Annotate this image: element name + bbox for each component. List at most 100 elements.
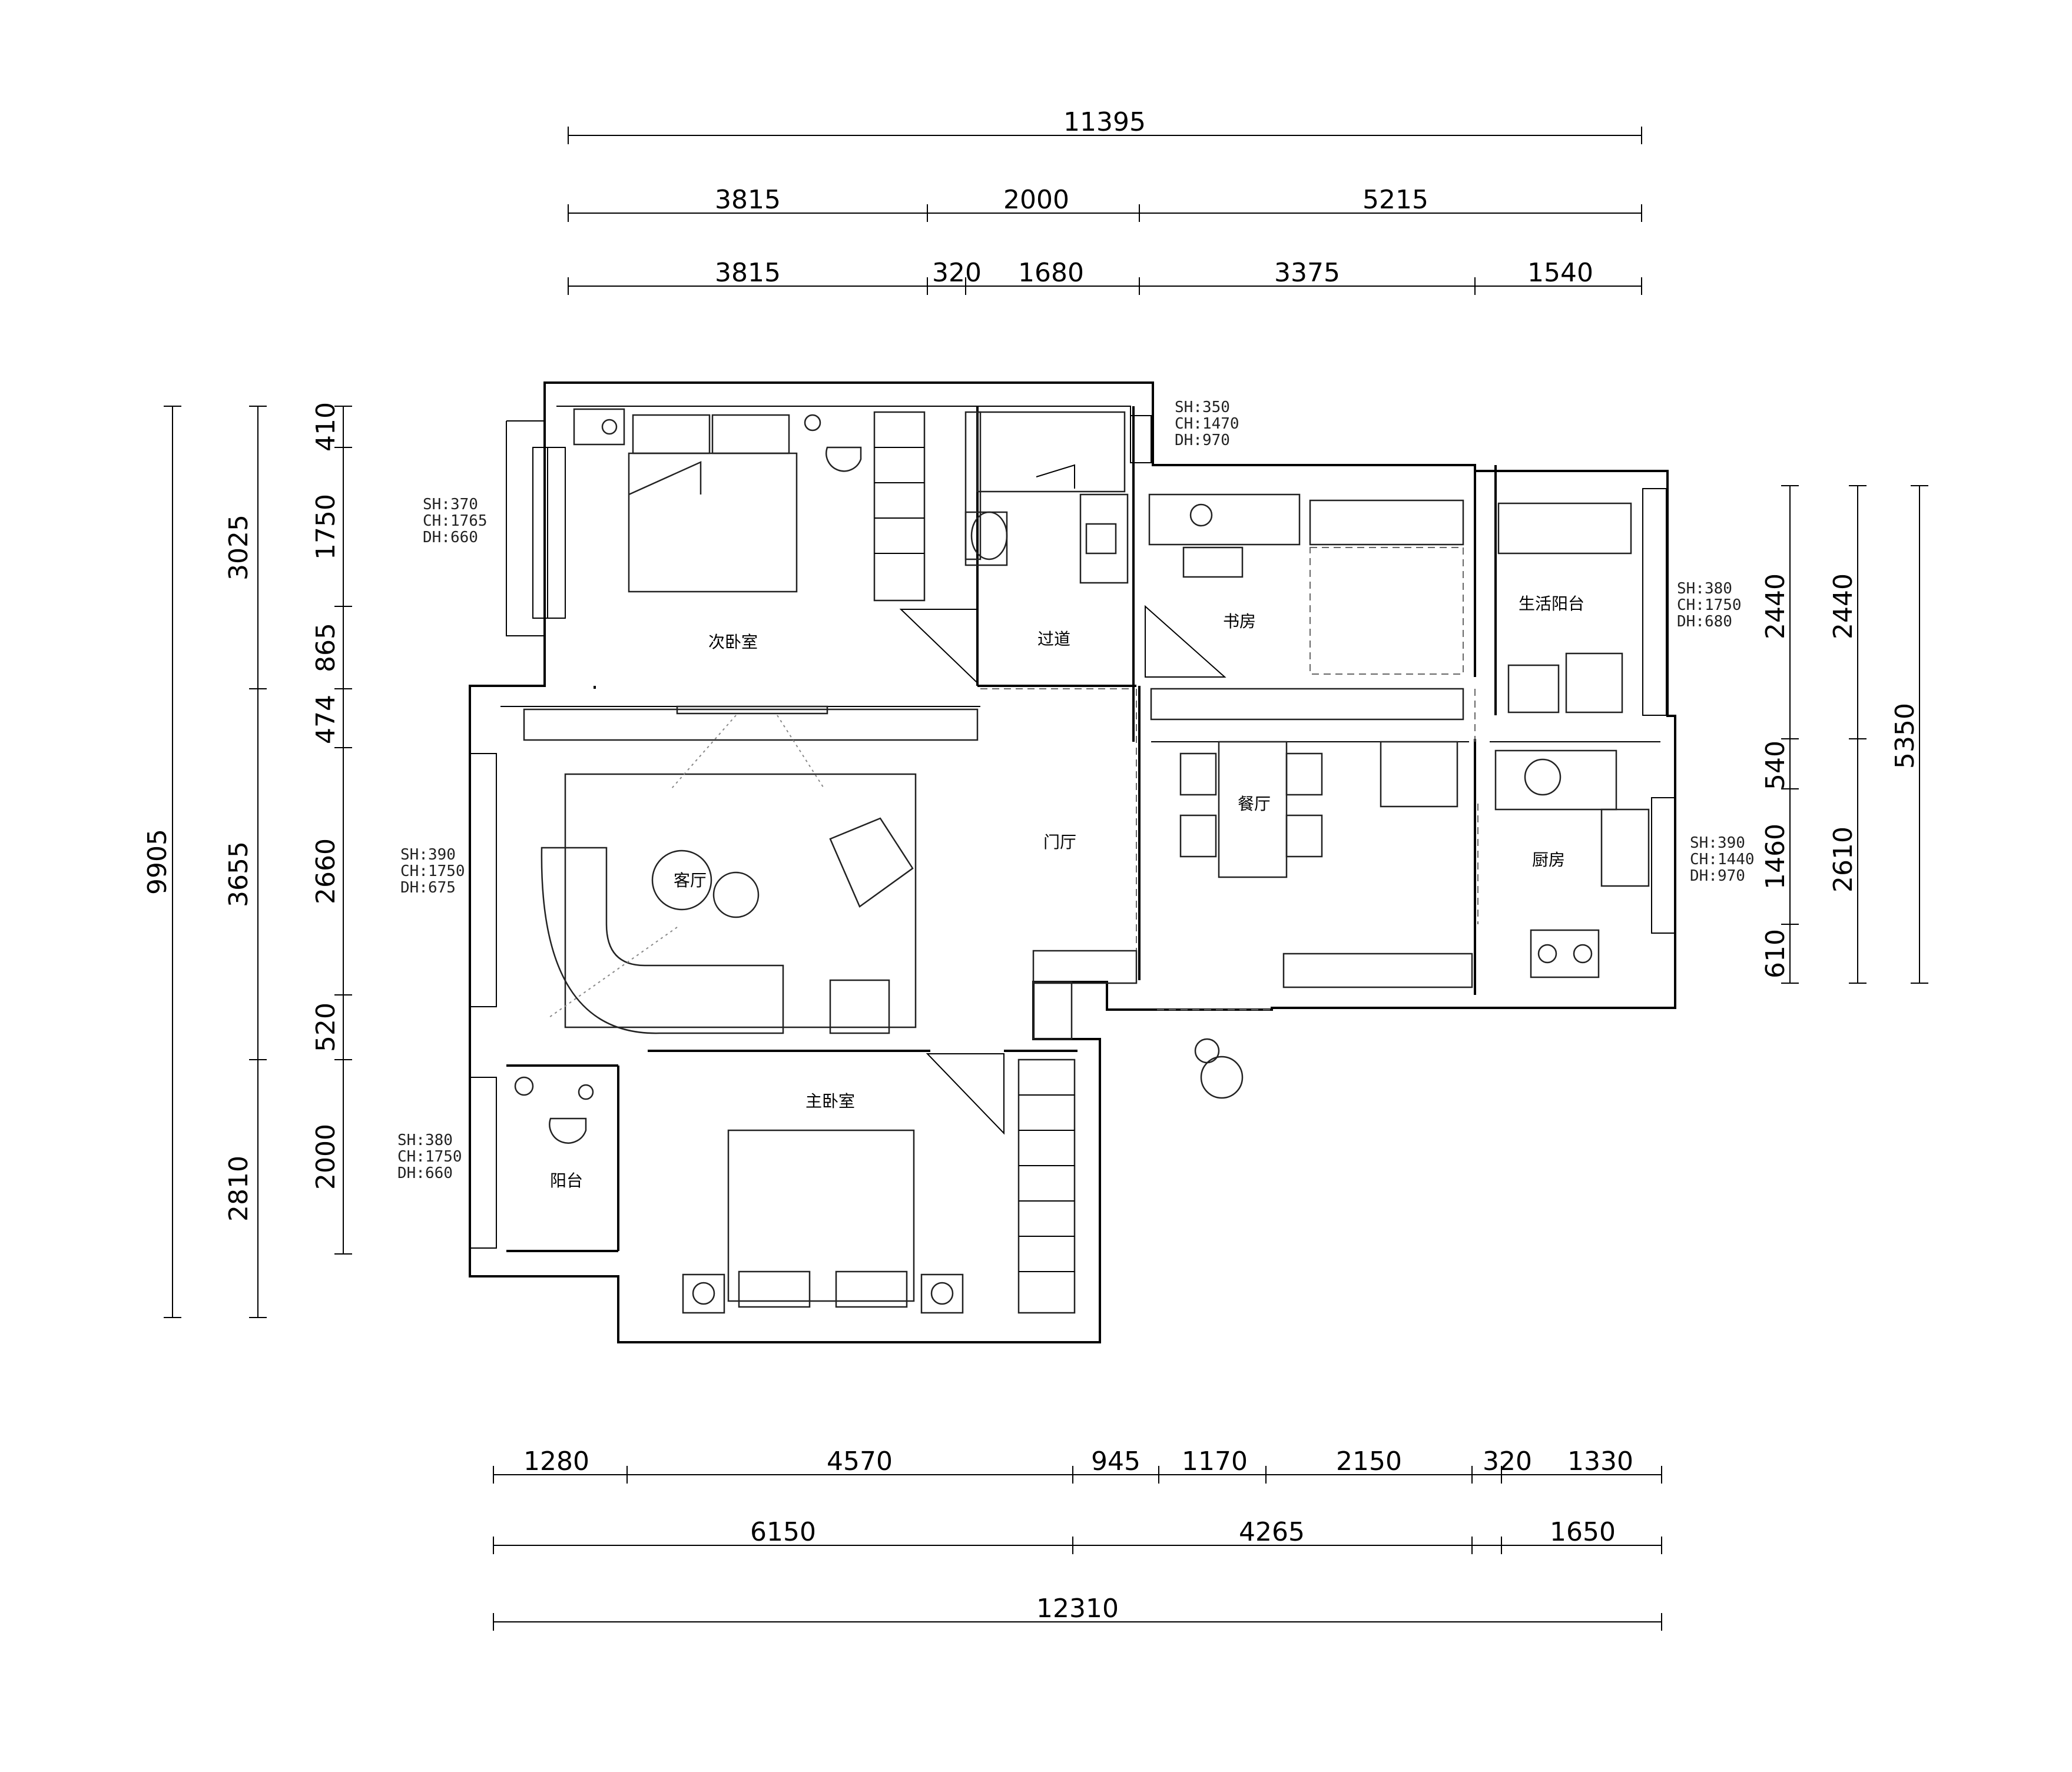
spec-top-bath-sh: SH:350: [1175, 399, 1230, 416]
cabinet-study: [1150, 688, 1464, 721]
dim-left-col3-4: 474: [311, 695, 341, 744]
windows: [469, 415, 1676, 1249]
bathroom-vanity: [1079, 493, 1129, 584]
bed-master-bedroom: [727, 1129, 915, 1302]
dim-bottom-row1-7: 1330: [1567, 1446, 1633, 1476]
room-label-utility-balcony: 生活阳台: [1519, 594, 1584, 613]
spec-second-bedroom-ch: CH:1765: [423, 512, 488, 530]
dim-top-row2-3: 5215: [1362, 185, 1428, 215]
door-study[interactable]: [1145, 605, 1226, 678]
dim-left-col3-5: 2660: [311, 838, 341, 904]
spec-top-bath-ch: CH:1470: [1175, 415, 1239, 433]
spec-kitchen-dh: DH:970: [1690, 867, 1745, 885]
dims-bottom: 1280 4570 945 1170 2150 320 1330 6150 42…: [493, 1446, 1662, 1631]
spec-second-bedroom-sh: SH:370: [423, 496, 478, 513]
bed-second-bedroom: [628, 452, 798, 593]
wardrobe-second-bedroom: [873, 411, 926, 602]
tv-cabinet: [523, 708, 979, 741]
window-bath: [1130, 415, 1152, 463]
dim-top-overall: 11395: [1063, 107, 1146, 137]
room-label-kitchen: 厨房: [1532, 850, 1565, 870]
dim-bottom-row2-1: 6150: [750, 1517, 816, 1547]
dim-bottom-row1-6: 320: [1483, 1446, 1532, 1476]
spec-second-bedroom-dh: DH:660: [423, 529, 478, 546]
dim-top-row3-2: 320: [932, 258, 982, 288]
room-label-living-room: 客厅: [674, 871, 707, 890]
dim-bottom-row1-2: 4570: [827, 1446, 893, 1476]
rug: [564, 773, 917, 1028]
spec-living-room-ch: CH:1750: [400, 862, 465, 880]
spec-kitchen-ch: CH:1440: [1690, 851, 1755, 868]
dim-bottom-row1-5: 2150: [1336, 1446, 1402, 1476]
tv: [676, 705, 828, 715]
room-label-balcony: 阳台: [550, 1171, 583, 1190]
room-label-dining-room: 餐厅: [1238, 794, 1271, 814]
dim-left-col3-3: 865: [311, 623, 341, 672]
dim-right-col1-3: 1460: [1761, 824, 1791, 890]
spec-balcony-ch: CH:1750: [397, 1148, 462, 1166]
spec-balcony-dh: DH:660: [397, 1164, 453, 1182]
spec-utility-balcony-ch: CH:1750: [1677, 596, 1742, 614]
dim-right-col2-2: 2610: [1828, 827, 1858, 892]
shoe-cabinet: [1032, 950, 1138, 984]
stove: [1530, 929, 1600, 978]
dim-left-col3-1: 410: [311, 402, 341, 452]
door-bath[interactable]: [1036, 464, 1075, 489]
wardrobe-master-bedroom: [1017, 1058, 1076, 1314]
dim-right-overall: 5350: [1890, 703, 1920, 769]
dim-top-row3-1: 3815: [715, 258, 781, 288]
window-utility-balcony: [1642, 488, 1667, 716]
door-master-bedroom[interactable]: [926, 1053, 1004, 1135]
dim-left-col3-6: 520: [311, 1003, 341, 1052]
spec-balcony-sh: SH:380: [397, 1131, 453, 1149]
sink-utility: [1507, 664, 1560, 714]
exterior-walls: [469, 381, 1676, 1343]
spec-top-bath-dh: DH:970: [1175, 432, 1230, 449]
window-balcony: [469, 1077, 497, 1249]
dim-top-row2-2: 2000: [1003, 185, 1069, 215]
armchair: [829, 817, 914, 908]
dim-bottom-overall: 12310: [1036, 1594, 1119, 1624]
spec-utility-balcony-dh: DH:680: [1677, 613, 1732, 631]
coffee-table: [651, 850, 712, 911]
dim-left-col2-1: 3025: [224, 515, 254, 580]
window-specs: SH:350 CH:1470 DH:970 SH:370 CH:1765 DH:…: [397, 399, 1755, 1182]
dim-right-col1-4: 610: [1761, 929, 1791, 978]
room-label-second-bedroom: 次卧室: [708, 632, 758, 652]
dim-bottom-row2-2: 4265: [1239, 1517, 1305, 1547]
doors: [899, 464, 1478, 1135]
desk-study: [1148, 493, 1301, 546]
sofa-living: [541, 847, 784, 1034]
furniture: [514, 408, 1650, 1314]
dim-bottom-row2-3: 1650: [1550, 1517, 1616, 1547]
dim-bottom-row1-4: 1170: [1182, 1446, 1248, 1476]
dim-right-col1-1: 2440: [1761, 573, 1791, 639]
dim-left-col3-7: 2000: [311, 1124, 341, 1190]
dim-right-col2-1: 2440: [1828, 573, 1858, 639]
dims-right: 2440 540 1460 610 2440 2610 5350: [1761, 485, 1928, 984]
shower-area: [976, 411, 1126, 493]
spec-utility-balcony-sh: SH:380: [1677, 580, 1732, 598]
person-figure: [1200, 1056, 1244, 1099]
dim-left-col3-2: 1750: [311, 494, 341, 560]
dims-top: 11395 3815 2000 5215 3815 320 1680 3375 …: [568, 107, 1642, 295]
window-kitchen: [1651, 797, 1676, 934]
room-label-foyer: 门厅: [1043, 832, 1076, 852]
room-labels: 次卧室 过道 书房 生活阳台 客厅 门厅 餐厅 厨房 主卧室 阳台: [550, 594, 1584, 1190]
sofa-study: [1309, 499, 1464, 546]
dim-right-col1-2: 540: [1761, 741, 1791, 790]
dim-top-row3-4: 3375: [1274, 258, 1340, 288]
dims-left: 9905 3025 3655 2810 410 1750 865 474 266…: [142, 402, 352, 1318]
washer: [1565, 652, 1623, 714]
spec-kitchen-sh: SH:390: [1690, 834, 1745, 852]
dim-left-overall: 9905: [142, 829, 173, 895]
dim-left-col2-3: 2810: [224, 1156, 254, 1222]
spec-living-room-dh: DH:675: [400, 879, 456, 897]
room-label-master-bedroom: 主卧室: [805, 1091, 855, 1111]
room-label-corridor: 过道: [1037, 629, 1070, 649]
spec-living-room-sh: SH:390: [400, 846, 456, 864]
dim-top-row3-5: 1540: [1527, 258, 1593, 288]
window-living-room: [469, 753, 497, 1007]
door-second-bedroom[interactable]: [899, 609, 978, 685]
